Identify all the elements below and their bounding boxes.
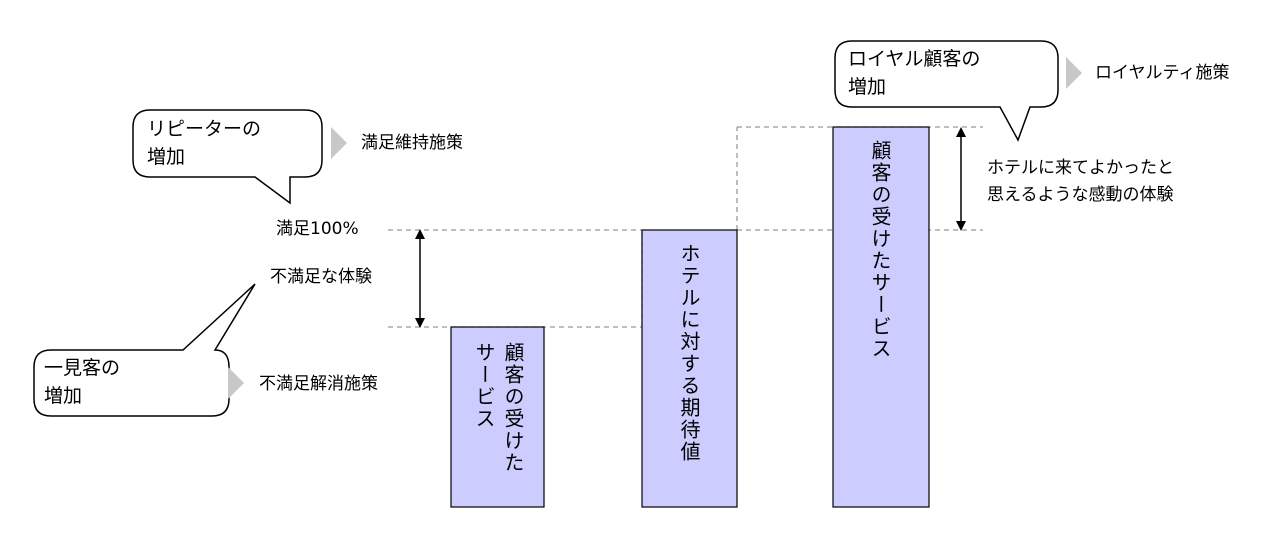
chevron-right-icon [331, 127, 347, 159]
chevron-right-icon [228, 367, 244, 399]
bubble-repeater-line2: 増加 [147, 146, 186, 168]
bubble-first-time [33, 283, 256, 417]
bubble-loyal [834, 40, 1059, 142]
bubble-repeater-line1: リピーターの [147, 118, 262, 140]
bar-expectation-text: ホテルに対する期待値 [677, 243, 701, 463]
label-moving-experience-line1: ホテルに来てよかったと [987, 158, 1174, 178]
label-satisfied-100: 満足100% [276, 219, 359, 239]
bubble-loyal-line2: 増加 [848, 76, 887, 98]
bar-low-text-col2: サービス [472, 342, 496, 430]
double-arrow-left [415, 229, 425, 328]
bar-expectation [641, 229, 738, 508]
bubble-loyal-line1: ロイヤル顧客の [848, 48, 981, 70]
measure-loyal: ロイヤルティ施策 [1095, 63, 1230, 83]
double-arrow-right [956, 127, 966, 231]
measure-repeater: 満足維持施策 [361, 133, 463, 153]
measure-first-time: 不満足解消施策 [259, 374, 378, 394]
label-moving-experience-line2: 思えるような感動の体験 [987, 185, 1174, 205]
bubble-first-time-line1: 一見客の [44, 357, 121, 379]
bar-high-text: 顧客の受けたサービス [868, 140, 892, 360]
bubble-repeater [132, 109, 323, 205]
chevron-right-icon [1066, 57, 1082, 89]
bar-received-service-low [450, 326, 545, 508]
bar-low-text-col1: 顧客の受けた [501, 342, 525, 474]
bar-received-service-high [832, 126, 930, 508]
bubble-first-time-line2: 増加 [44, 385, 83, 407]
label-dissatisfied-experience: 不満足な体験 [270, 267, 372, 287]
